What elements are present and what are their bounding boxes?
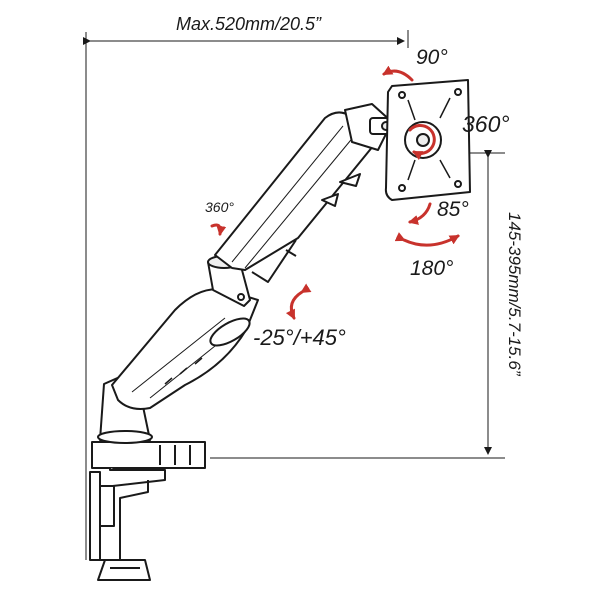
rotation-arrow-icon (382, 65, 414, 82)
max-width-label: Max.520mm/20.5” (176, 14, 322, 34)
lower-arm (111, 288, 259, 410)
arm-tilt-label: -25°/+45° (253, 325, 346, 350)
rotation-arrow-icon (408, 202, 432, 225)
height-dimension (210, 150, 505, 459)
tilt-down-label: 85° (437, 198, 469, 221)
desk-clamp (89, 441, 206, 581)
swivel-label: 180° (410, 257, 454, 280)
monitor-rotation-label: 360° (462, 111, 510, 137)
width-dimension (83, 30, 409, 50)
arm-rotation-label: 360° (205, 199, 234, 215)
height-range-label: 145-395mm/5.7-15.6” (505, 212, 524, 376)
vesa-plate (384, 79, 471, 201)
rotation-arrow-icon (285, 283, 312, 320)
rotation-arrow-icon (210, 223, 227, 236)
tilt-up-label: 90° (416, 46, 448, 69)
rotation-arrow-icon (394, 232, 460, 247)
upper-arm (214, 111, 379, 283)
rotation-arrow-icon (408, 124, 436, 161)
